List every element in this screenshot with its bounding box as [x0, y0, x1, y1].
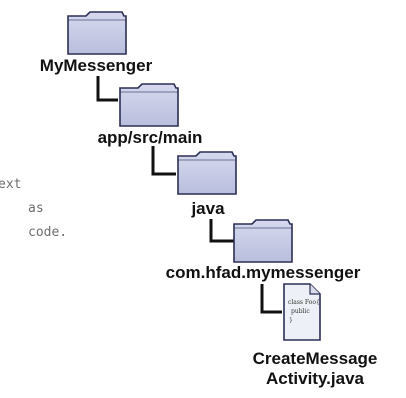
java-file-icon: class Foo{ public } — [283, 283, 321, 341]
connector-java-to-package — [209, 219, 234, 243]
side-note-line: ext — [0, 177, 22, 192]
file-name-label-line2: Activity.java — [266, 369, 364, 388]
file-icon-text-line: public — [291, 308, 310, 315]
file-icon-text-line: } — [289, 317, 293, 324]
connector-src-to-java — [151, 146, 176, 176]
source-folder-label: app/src/main — [97, 128, 203, 147]
file-icon-text-line: class Foo{ — [288, 299, 320, 306]
side-note-line: as — [28, 201, 44, 216]
connector-root-to-src — [96, 76, 118, 102]
root-folder-label: MyMessenger — [39, 56, 153, 75]
tree-connectors — [96, 76, 282, 314]
side-note-line: code. — [28, 225, 68, 240]
folder-icon — [177, 151, 237, 195]
folder-icon — [67, 11, 127, 55]
folder-icon — [119, 83, 179, 127]
package-folder-label: com.hfad.mymessenger — [165, 263, 361, 282]
connector-package-to-file — [260, 284, 282, 314]
folder-icon — [233, 219, 293, 263]
java-folder-label: java — [191, 199, 225, 218]
file-name-label-line1: CreateMessage — [252, 349, 378, 368]
